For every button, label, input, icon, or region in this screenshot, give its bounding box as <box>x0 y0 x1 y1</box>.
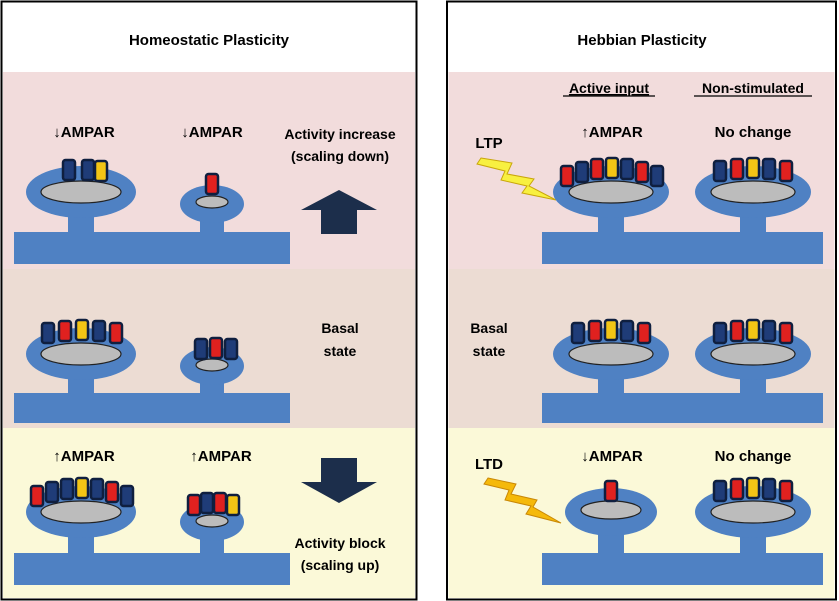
down-arrow-icon <box>301 458 377 503</box>
right-bottom-dendrite <box>542 476 823 585</box>
left-middle-dendrite <box>14 318 290 423</box>
right-bottom-label-a: ↓AMPAR <box>581 448 643 465</box>
left-top-side-line2: (scaling down) <box>291 148 389 164</box>
col-header-active-input: Active input <box>569 80 649 96</box>
right-top-label-a: ↑AMPAR <box>581 124 643 141</box>
left-top-dendrite <box>14 158 290 264</box>
right-top-dendrite <box>542 156 823 264</box>
left-top-side-line1: Activity increase <box>284 126 395 142</box>
ltp-label: LTP <box>475 135 502 152</box>
left-bottom-label-b: ↑AMPAR <box>190 448 252 465</box>
left-middle-side-line1: Basal <box>321 320 358 336</box>
left-bottom-label-a: ↑AMPAR <box>53 448 115 465</box>
lightning-bolt-icon <box>483 477 562 524</box>
col-header-non-stimulated: Non-stimulated <box>702 80 804 96</box>
left-middle-side-line2: state <box>324 343 357 359</box>
left-top-label-a: ↓AMPAR <box>53 124 115 141</box>
right-panel-title: Hebbian Plasticity <box>577 32 707 49</box>
right-top-label-b: No change <box>715 124 792 141</box>
left-panel-title: Homeostatic Plasticity <box>129 32 290 49</box>
left-top-label-b: ↓AMPAR <box>181 124 243 141</box>
ltd-label: LTD <box>475 456 503 473</box>
up-arrow-icon <box>301 190 377 234</box>
right-middle-side-line1: Basal <box>470 320 507 336</box>
left-bottom-dendrite <box>14 476 290 585</box>
right-middle-side-line2: state <box>473 343 506 359</box>
right-middle-dendrite <box>542 318 823 423</box>
left-bottom-side-line1: Activity block <box>294 535 385 551</box>
right-bottom-label-b: No change <box>715 448 792 465</box>
lightning-bolt-icon <box>476 157 557 201</box>
left-bottom-side-line2: (scaling up) <box>301 557 380 573</box>
